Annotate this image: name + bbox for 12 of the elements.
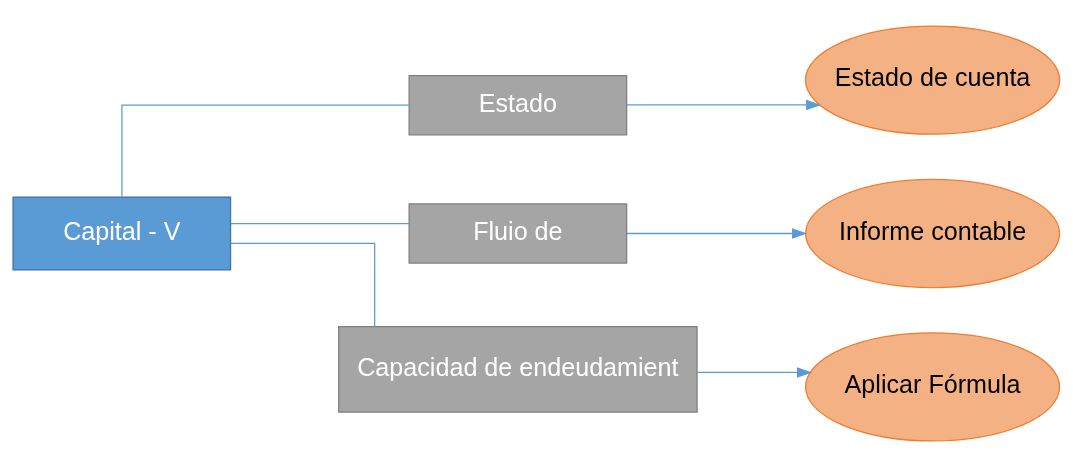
- node-ellipse: Informe contable: [804, 178, 1061, 288]
- connector: [230, 222, 410, 224]
- connector: [121, 104, 410, 197]
- node-box: Estado: [408, 74, 628, 135]
- node-ellipse: Aplicar Fórmula: [804, 331, 1061, 442]
- arrow: [696, 366, 813, 378]
- node-box: Capacidad de endeudamient: [338, 325, 698, 413]
- arrow: [626, 99, 822, 110]
- node-box: Fluio de: [408, 202, 628, 264]
- connector: [230, 242, 376, 327]
- arrow: [626, 227, 808, 239]
- node-box: Capital - V: [12, 195, 232, 271]
